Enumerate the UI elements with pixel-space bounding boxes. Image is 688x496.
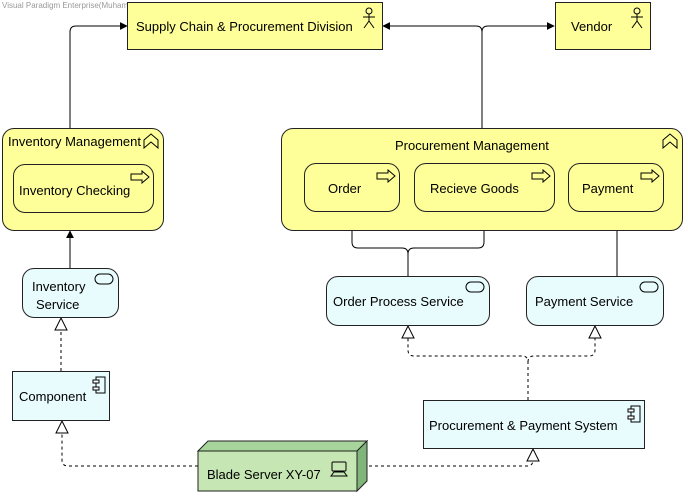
blade-server-label: Blade Server XY-07 (207, 467, 321, 482)
payment-process-label: Payment (582, 181, 634, 196)
order-process-service[interactable]: Order Process Service (326, 276, 490, 326)
component-icon (627, 405, 641, 423)
order-process-label: Order (328, 181, 362, 196)
function-icon (143, 133, 159, 149)
procurement-payment-system[interactable]: Procurement & Payment System (423, 400, 645, 449)
actor-icon (363, 7, 375, 29)
order-process-service-label: Order Process Service (333, 294, 464, 309)
inventory-checking-label: Inventory Checking (19, 183, 131, 198)
recieve-goods-process[interactable]: Recieve Goods (414, 163, 555, 212)
component-label: Component (19, 389, 87, 404)
service-icon (94, 273, 114, 285)
serving-orderservice-to-recieve (407, 212, 488, 255)
realization-server-to-component (61, 433, 198, 467)
payment-service[interactable]: Payment Service (526, 276, 664, 326)
vendor-actor[interactable]: Vendor (555, 2, 651, 50)
realization-server-to-system (357, 459, 534, 467)
function-icon (662, 133, 678, 149)
payment-service-label: Payment Service (535, 294, 634, 309)
inventory-service[interactable]: Inventory Service (22, 268, 119, 318)
supply-chain-actor[interactable]: Supply Chain & Procurement Division (127, 2, 383, 50)
vendor-actor-label: Vendor (571, 19, 613, 34)
recieve-goods-label: Recieve Goods (430, 181, 519, 196)
process-arrow-icon (640, 169, 660, 183)
process-arrow-icon (376, 169, 396, 183)
serving-procurement-to-division (382, 22, 483, 128)
actor-icon (631, 7, 643, 29)
service-icon (639, 281, 659, 293)
realization-system-to-services (407, 338, 529, 400)
serving-procurement-to-vendor (481, 22, 555, 33)
payment-process[interactable]: Payment (568, 163, 664, 212)
order-process[interactable]: Order (304, 163, 400, 212)
supply-chain-actor-label: Supply Chain & Procurement Division (136, 19, 353, 34)
component-icon (92, 376, 106, 394)
inventory-management-label: Inventory Management (8, 134, 141, 149)
procurement-payment-system-label: Procurement & Payment System (429, 418, 618, 433)
inventory-service-label-line1: Inventory (32, 279, 86, 294)
service-icon (465, 281, 485, 293)
serving-orderservice-to-order (348, 212, 409, 276)
serving-inventory-to-division (69, 22, 128, 128)
procurement-management-label: Procurement Management (395, 138, 549, 153)
process-arrow-icon (130, 170, 150, 184)
device-icon (330, 461, 348, 477)
inventory-checking-process[interactable]: Inventory Checking (13, 164, 154, 213)
blade-server-node[interactable] (196, 440, 370, 494)
inventory-service-label-line2: Service (36, 297, 80, 312)
component-box[interactable]: Component (12, 371, 110, 421)
process-arrow-icon (531, 169, 551, 183)
